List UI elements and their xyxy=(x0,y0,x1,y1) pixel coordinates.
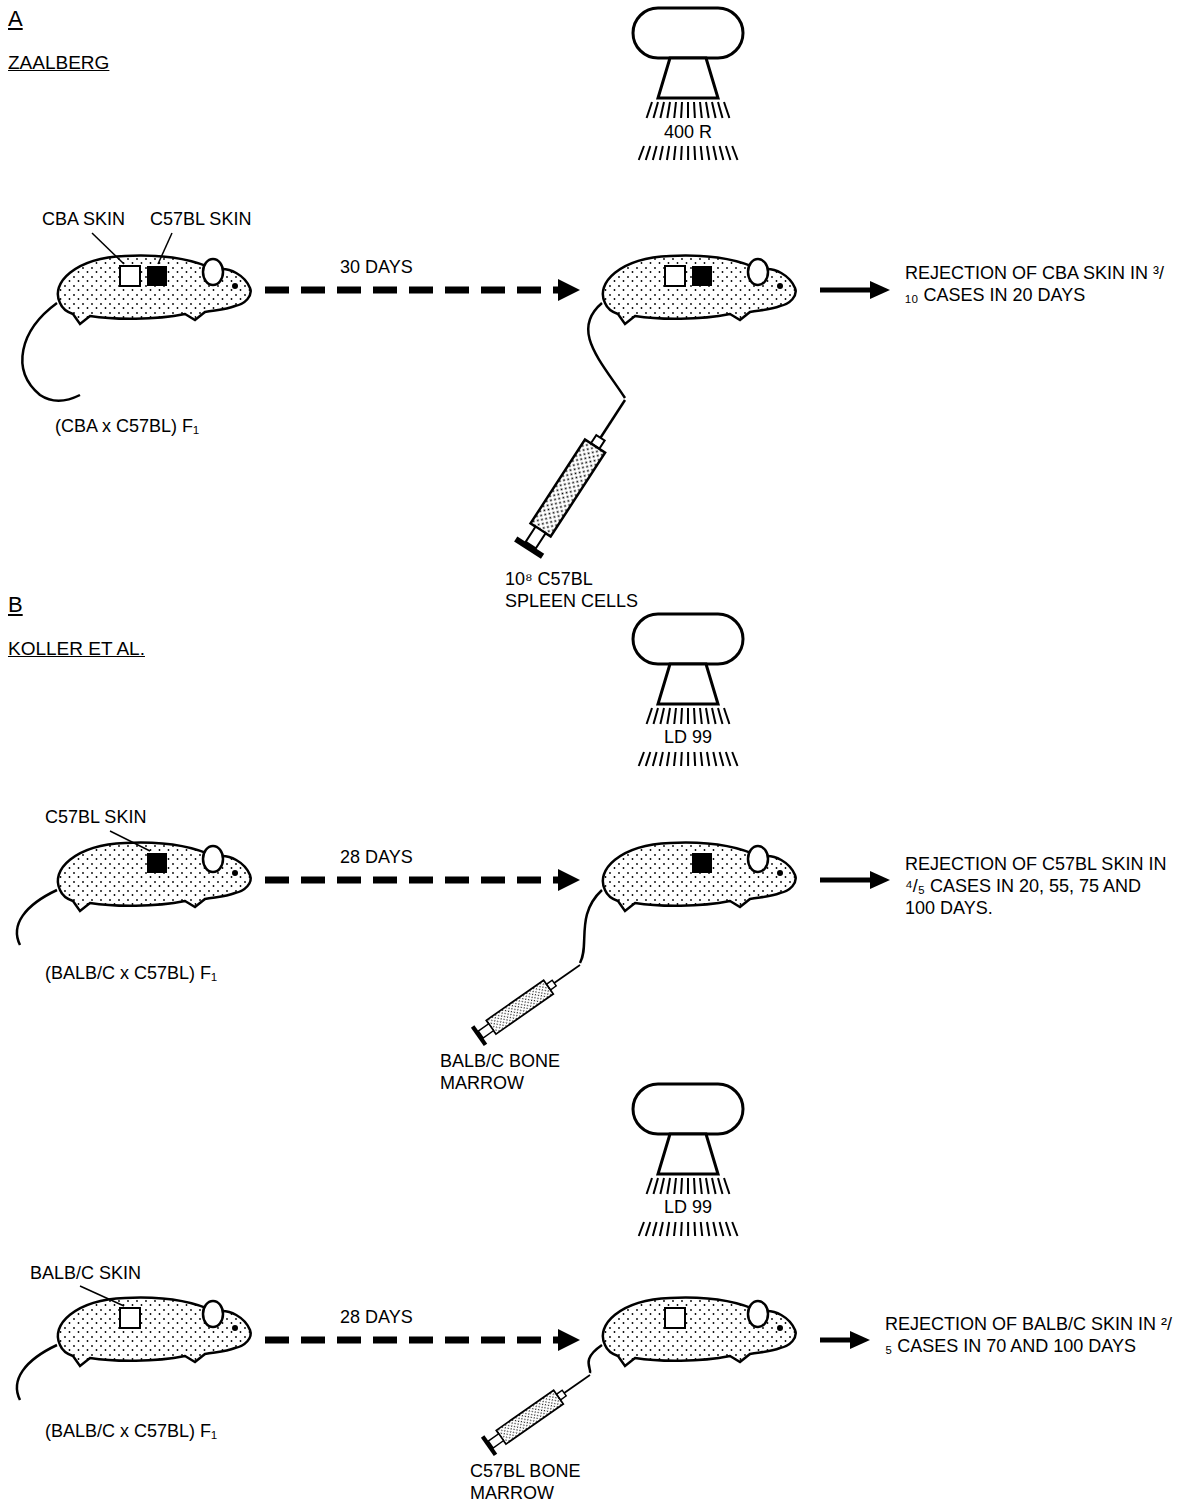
result-text: REJECTION OF C57BL SKIN IN ⁴/₅ CASES IN … xyxy=(905,853,1173,919)
graft-label: C57BL SKIN xyxy=(45,806,146,828)
dose-label: LD 99 xyxy=(638,726,738,748)
strain-label: (CBA x C57BL) F₁ xyxy=(55,415,199,437)
panel-letter: B xyxy=(8,594,23,616)
dose-label: LD 99 xyxy=(638,1196,738,1218)
author-heading: ZAALBERG xyxy=(8,52,109,74)
graft-label: C57BL SKIN xyxy=(150,208,251,230)
dose-label: 400 R xyxy=(638,121,738,143)
interval-label: 30 DAYS xyxy=(340,256,413,278)
interval-label: 28 DAYS xyxy=(340,1306,413,1328)
graft-label: BALB/C SKIN xyxy=(30,1262,141,1284)
graft-label: CBA SKIN xyxy=(42,208,125,230)
injection-label: C57BL BONE MARROW xyxy=(470,1460,600,1504)
author-heading: KOLLER ET AL. xyxy=(8,638,145,660)
panel-letter: A xyxy=(8,8,23,30)
result-text: REJECTION OF BALB/C SKIN IN ²/₅ CASES IN… xyxy=(885,1313,1173,1357)
injection-label: BALB/C BONE MARROW xyxy=(440,1050,570,1094)
interval-label: 28 DAYS xyxy=(340,846,413,868)
strain-label: (BALB/C x C57BL) F₁ xyxy=(45,1420,217,1442)
injection-label: 10⁸ C57BL SPLEEN CELLS xyxy=(505,568,665,612)
result-text: REJECTION OF CBA SKIN IN ³/₁₀ CASES IN 2… xyxy=(905,262,1173,306)
strain-label: (BALB/C x C57BL) F₁ xyxy=(45,962,217,984)
